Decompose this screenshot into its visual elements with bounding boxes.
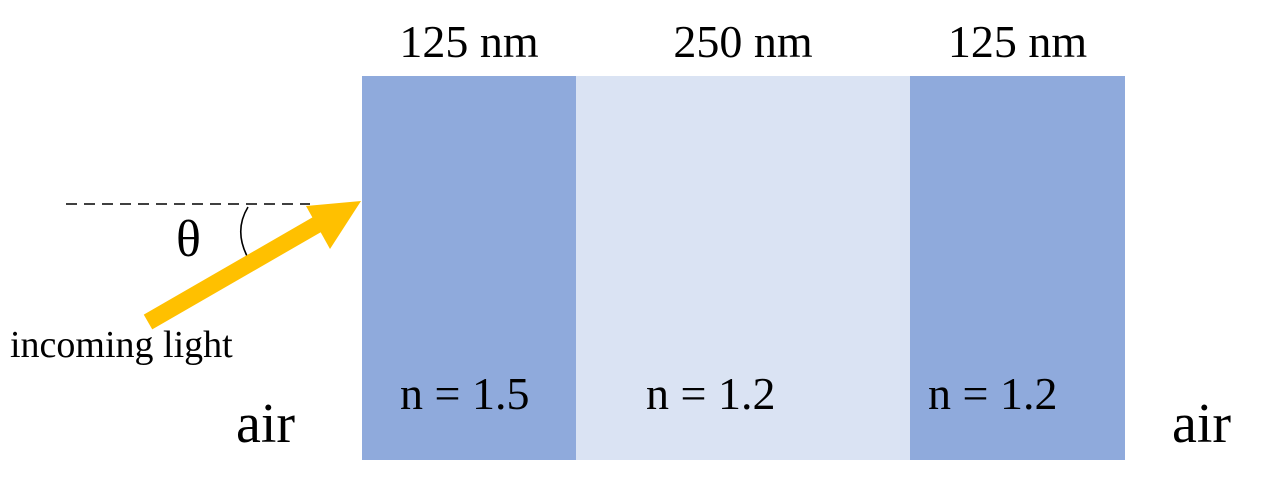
- angle-arc: [239, 206, 249, 257]
- layer-1-slab: [362, 76, 576, 460]
- layer-1-index: n = 1.5: [400, 368, 530, 419]
- layer-3-slab: [910, 76, 1125, 460]
- layer-3-thickness: 125 nm: [947, 16, 1088, 67]
- layer-1-thickness: 125 nm: [399, 16, 539, 67]
- layer-2-slab: [576, 76, 910, 460]
- right-medium-label: air: [1172, 393, 1232, 455]
- incoming-light-label: incoming light: [10, 324, 233, 366]
- angle-theta-label: θ: [176, 211, 201, 268]
- layer-3-index: n = 1.2: [928, 368, 1058, 419]
- layer-2-index: n = 1.2: [646, 368, 776, 419]
- light-arrow-shaft: [143, 216, 323, 330]
- layer-2-thickness: 250 nm: [673, 16, 813, 67]
- left-medium-label: air: [236, 393, 296, 455]
- light-arrow-head: [306, 201, 361, 249]
